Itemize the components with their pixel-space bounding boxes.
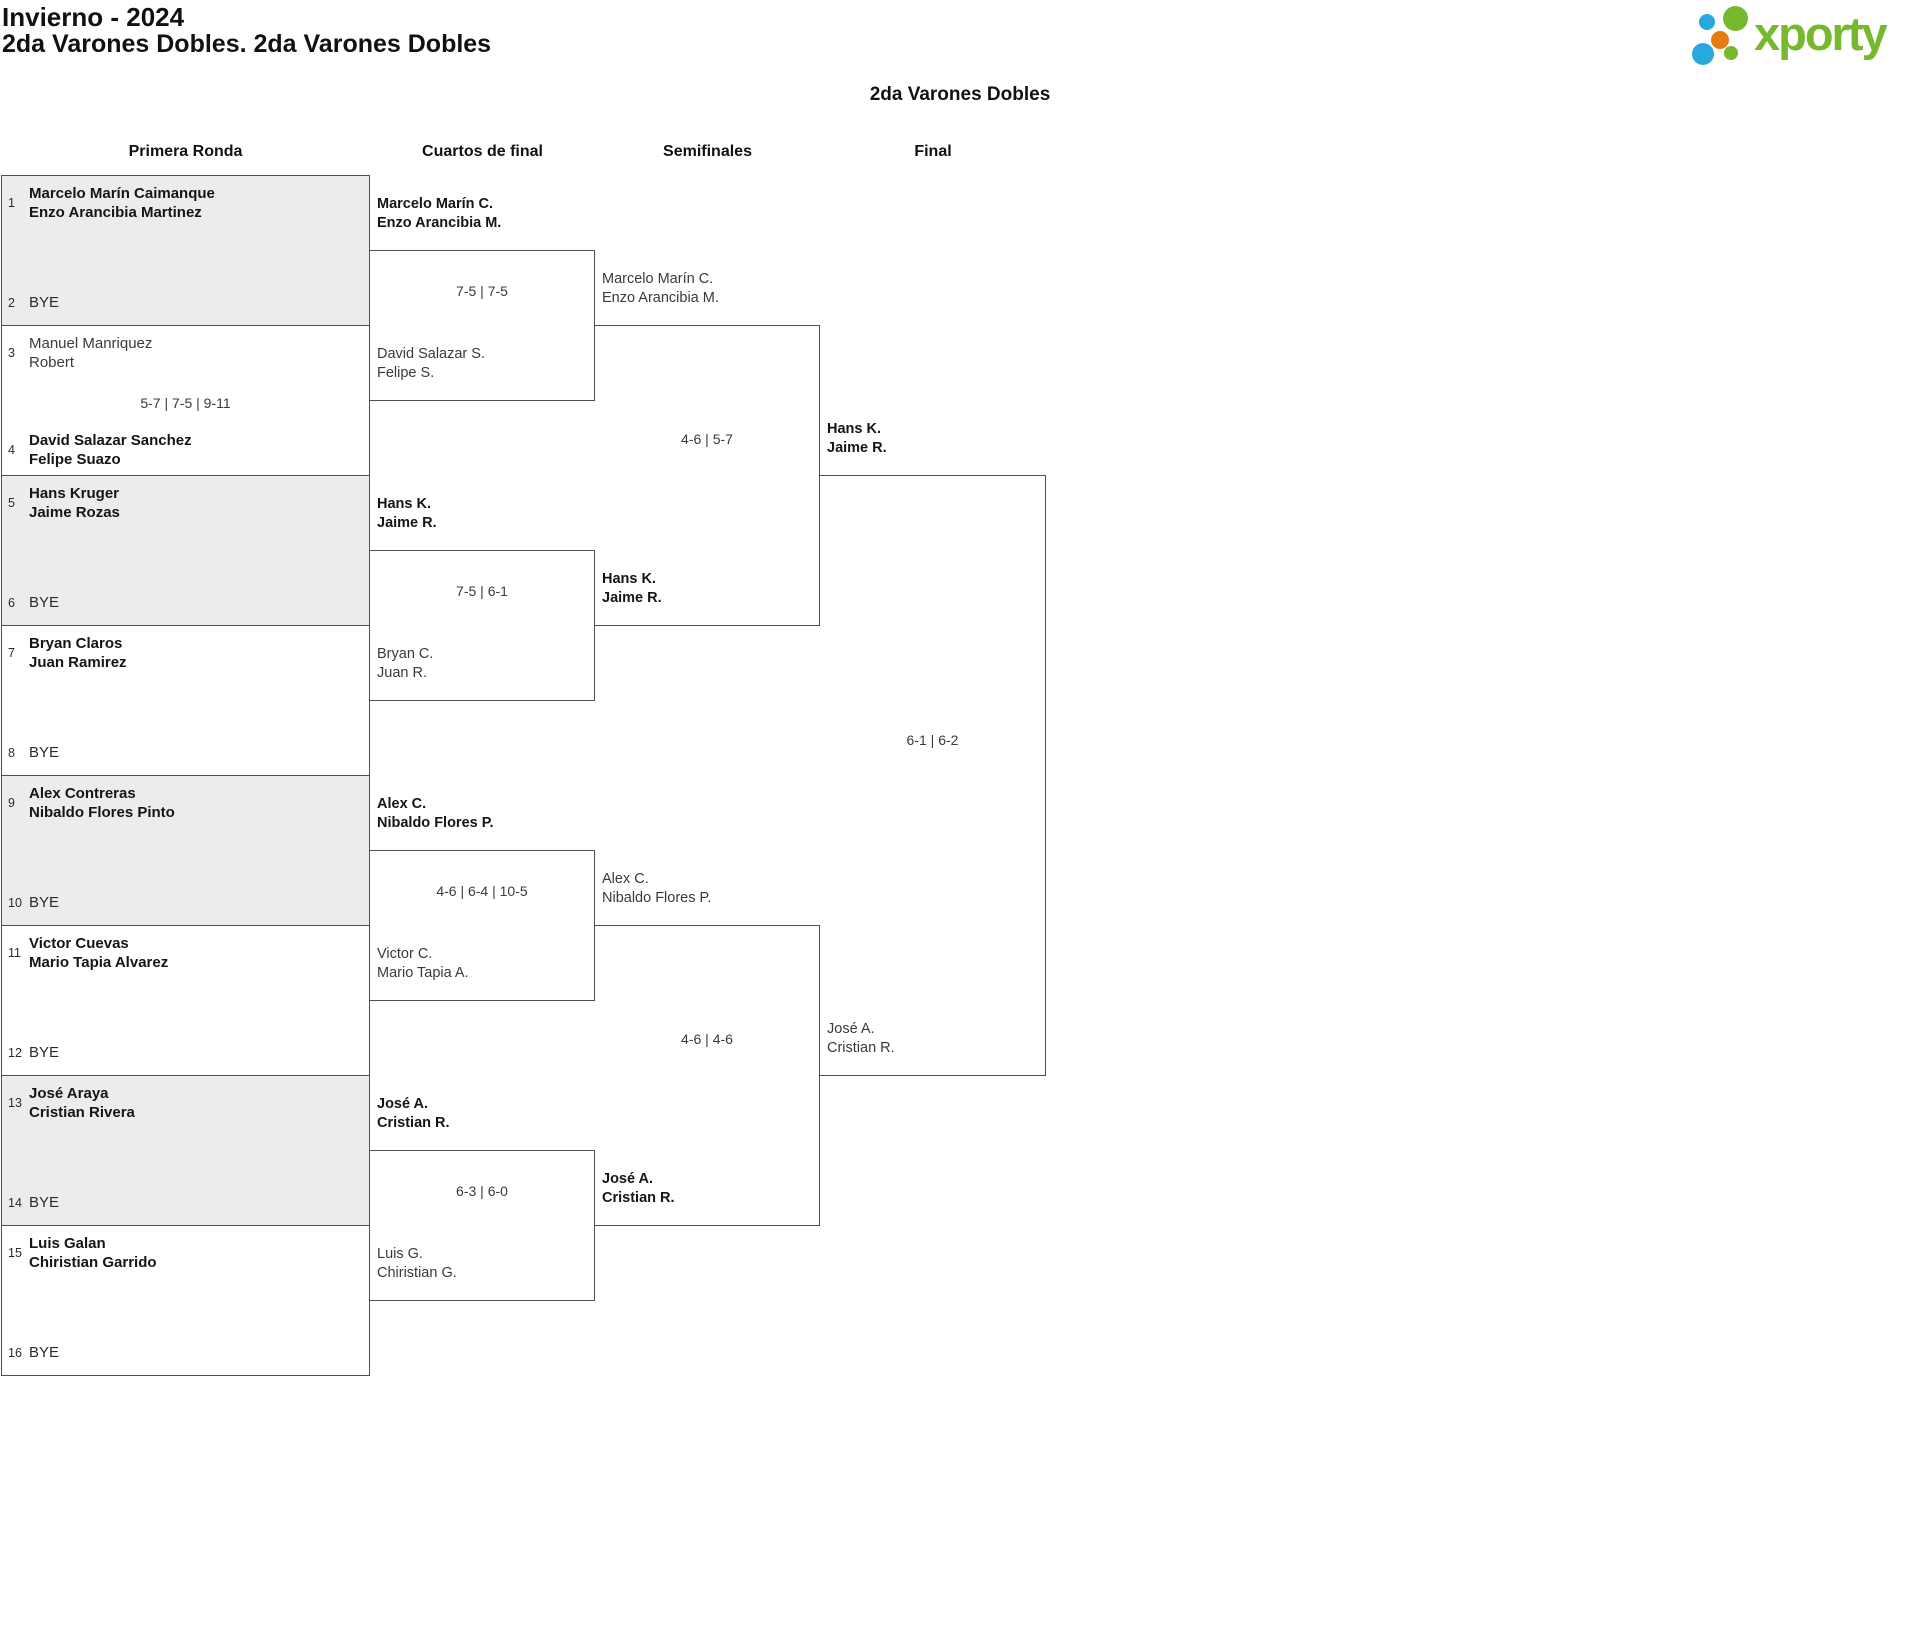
team-names: Bryan Claros Juan Ramirez — [29, 635, 127, 671]
seed-number: 12 — [8, 1046, 22, 1060]
seed-number: 9 — [8, 796, 15, 810]
bye-label: BYE — [29, 1344, 60, 1361]
seed-number: 7 — [8, 646, 15, 660]
final-team-bottom: José A.Cristian R. — [827, 1021, 895, 1056]
bye-slot: 14 BYE — [8, 1194, 59, 1211]
team-slot: 9 Alex Contreras Nibaldo Flores Pinto — [8, 784, 175, 822]
team-names: Alex Contreras Nibaldo Flores Pinto — [29, 785, 175, 821]
team-names: José Araya Cristian Rivera — [29, 1085, 135, 1121]
team-slot: 7 Bryan Claros Juan Ramirez — [8, 634, 127, 672]
match-box-qf-3: 4-6 | 6-4 | 10-5 — [370, 850, 595, 1001]
seed-number: 11 — [8, 946, 21, 960]
team-names: Marcelo Marín Caimanque Enzo Arancibia M… — [29, 185, 215, 221]
match-score: 7-5 | 7-5 — [456, 283, 508, 299]
bye-slot: 10 BYE — [8, 894, 59, 911]
logo-dot-icon — [1723, 6, 1748, 31]
bye-label: BYE — [29, 594, 60, 611]
match-score: 4-6 | 6-4 | 10-5 — [436, 883, 528, 899]
bye-label: BYE — [29, 1194, 60, 1211]
match-box-sf-1: 4-6 | 5-7 — [595, 325, 820, 626]
qf1-team-top: Marcelo Marín C.Enzo Arancibia M. — [377, 196, 502, 231]
qf4-team-bottom: Luis G.Chiristian G. — [377, 1246, 457, 1281]
seed-number: 13 — [8, 1096, 22, 1110]
round-header-primera-ronda: Primera Ronda — [128, 143, 243, 160]
match-score: 7-5 | 6-1 — [456, 583, 508, 599]
match-box-r1-7: 13 José Araya Cristian Rivera 14 BYE — [1, 1075, 370, 1226]
team-slot: 5 Hans Kruger Jaime Rozas — [8, 484, 120, 522]
match-box-r1-3: 5 Hans Kruger Jaime Rozas 6 BYE — [1, 475, 370, 626]
round-header-cuartos: Cuartos de final — [422, 143, 543, 160]
match-box-sf-2: 4-6 | 4-6 — [595, 925, 820, 1226]
sf2-team-top: Alex C.Nibaldo Flores P. — [602, 871, 712, 906]
bye-slot: 2 BYE — [8, 294, 59, 311]
match-score: 5-7 | 7-5 | 9-11 — [140, 395, 231, 411]
final-team-top: Hans K.Jaime R. — [827, 421, 887, 456]
bye-label: BYE — [29, 744, 60, 761]
match-score: 6-3 | 6-0 — [456, 1183, 508, 1199]
team-slot: 4 David Salazar Sanchez Felipe Suazo — [8, 431, 192, 469]
seed-number: 16 — [8, 1346, 22, 1360]
category-title: 2da Varones Dobles — [869, 84, 1051, 105]
match-box-qf-1: 7-5 | 7-5 — [370, 250, 595, 401]
tournament-subtitle: 2da Varones Dobles. 2da Varones Dobles — [2, 30, 492, 58]
seed-number: 8 — [8, 746, 15, 760]
team-names: Victor Cuevas Mario Tapia Alvarez — [29, 935, 169, 971]
bye-label: BYE — [29, 294, 60, 311]
team-slot: 3 Manuel Manriquez Robert — [8, 334, 152, 372]
team-slot: 11 Victor Cuevas Mario Tapia Alvarez — [8, 934, 168, 972]
qf4-team-top: José A.Cristian R. — [377, 1096, 450, 1131]
match-score: 4-6 | 5-7 — [681, 431, 733, 447]
team-names: Luis Galan Chiristian Garrido — [29, 1235, 157, 1271]
seed-number: 2 — [8, 296, 15, 310]
seed-number: 15 — [8, 1246, 22, 1260]
match-box-r1-8: 15 Luis Galan Chiristian Garrido 16 BYE — [1, 1225, 370, 1376]
qf2-team-top: Hans K.Jaime R. — [377, 496, 437, 531]
match-box-r1-5: 9 Alex Contreras Nibaldo Flores Pinto 10… — [1, 775, 370, 926]
sf2-team-bottom: José A.Cristian R. — [602, 1171, 675, 1206]
qf3-team-bottom: Victor C.Mario Tapia A. — [377, 946, 469, 981]
logo-dot-icon — [1692, 43, 1714, 65]
bye-slot: 8 BYE — [8, 744, 59, 761]
round-header-semifinales: Semifinales — [663, 143, 752, 160]
qf2-team-bottom: Bryan C.Juan R. — [377, 646, 434, 681]
logo-wordmark: xporty — [1754, 7, 1888, 60]
match-box-r1-1: 1 Marcelo Marín Caimanque Enzo Arancibia… — [1, 175, 370, 326]
bye-slot: 16 BYE — [8, 1344, 59, 1361]
seed-number: 3 — [8, 346, 15, 360]
tournament-title: Invierno - 2024 — [2, 2, 185, 32]
match-box-r1-4: 7 Bryan Claros Juan Ramirez 8 BYE — [1, 625, 370, 776]
logo-dot-icon — [1699, 14, 1715, 30]
team-names: David Salazar Sanchez Felipe Suazo — [29, 432, 192, 468]
match-box-qf-4: 6-3 | 6-0 — [370, 1150, 595, 1301]
team-slot: 15 Luis Galan Chiristian Garrido — [8, 1234, 157, 1272]
team-slot: 13 José Araya Cristian Rivera — [8, 1084, 135, 1122]
team-slot: 1 Marcelo Marín Caimanque Enzo Arancibia… — [8, 184, 215, 222]
bye-slot: 12 BYE — [8, 1044, 59, 1061]
seed-number: 4 — [8, 443, 15, 457]
sf1-team-bottom: Hans K.Jaime R. — [602, 571, 662, 606]
seed-number: 5 — [8, 496, 15, 510]
xporty-logo[interactable]: xporty — [1690, 4, 1910, 65]
match-box-r1-2: 3 Manuel Manriquez Robert 5-7 | 7-5 | 9-… — [1, 325, 370, 476]
match-box-final: 6-1 | 6-2 — [820, 475, 1046, 1076]
bye-label: BYE — [29, 894, 60, 911]
match-box-r1-6: 11 Victor Cuevas Mario Tapia Alvarez 12 … — [1, 925, 370, 1076]
seed-number: 1 — [8, 196, 15, 210]
match-box-qf-2: 7-5 | 6-1 — [370, 550, 595, 701]
logo-dot-icon — [1724, 46, 1738, 60]
bye-slot: 6 BYE — [8, 594, 59, 611]
match-score: 6-1 | 6-2 — [906, 732, 959, 748]
round-header-final: Final — [914, 143, 952, 160]
seed-number: 6 — [8, 596, 15, 610]
qf1-team-bottom: David Salazar S.Felipe S. — [377, 346, 485, 381]
team-names: Hans Kruger Jaime Rozas — [29, 485, 120, 521]
seed-number: 14 — [8, 1196, 22, 1210]
qf3-team-top: Alex C.Nibaldo Flores P. — [377, 796, 494, 831]
bye-label: BYE — [29, 1044, 60, 1061]
logo-dot-icon — [1711, 31, 1729, 49]
seed-number: 10 — [8, 896, 22, 910]
sf1-team-top: Marcelo Marín C.Enzo Arancibia M. — [602, 271, 719, 306]
match-score: 4-6 | 4-6 — [681, 1031, 733, 1047]
team-names: Manuel Manriquez Robert — [29, 335, 153, 371]
